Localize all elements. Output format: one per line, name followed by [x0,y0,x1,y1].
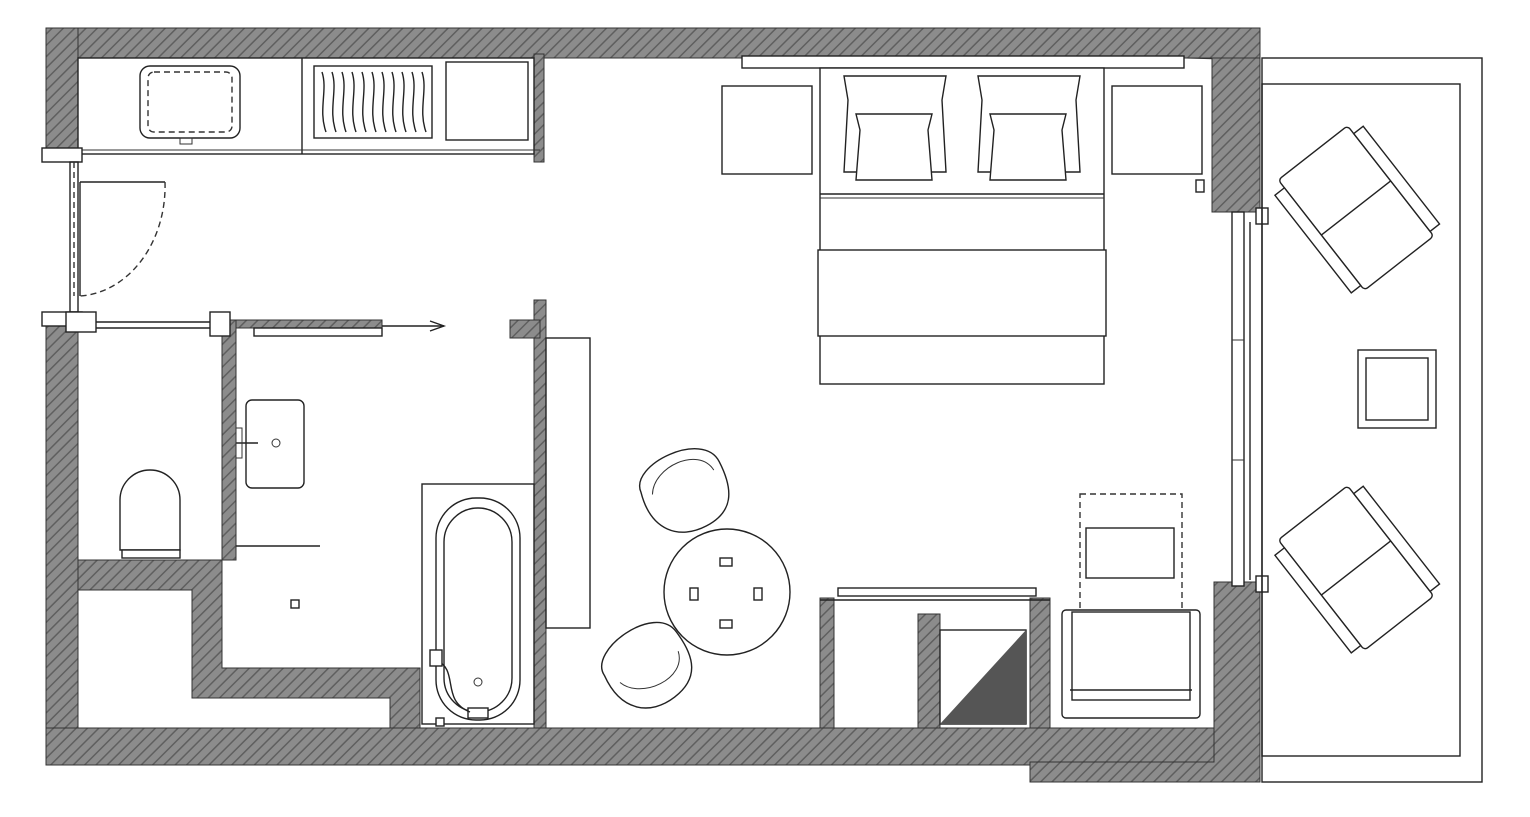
minibar-niche-wall [819,597,835,729]
wardrobe [77,57,540,155]
balcony-side-table [1357,349,1437,429]
hanger [351,71,357,133]
hanger [371,71,377,133]
armchair-top [638,448,730,533]
armchair-bottom [601,621,693,709]
floor-drain [290,599,300,609]
sink [245,399,305,489]
sun-lounger-bottom [1273,485,1441,654]
minibar-niche-wall-2 [917,613,941,729]
bathroom [119,337,591,727]
toilet [119,469,181,559]
luggage-rack [139,65,241,139]
left-wall-lower [45,324,79,766]
wardrobe-side-wall [533,53,545,163]
exterior-walls [45,27,1261,783]
bathroom-wall-stub [509,319,541,339]
hanger [411,71,417,133]
balcony [1261,57,1483,783]
wall-panel [545,337,591,629]
bathtub [421,483,535,727]
window-wall [1231,207,1269,593]
hangers [313,65,433,139]
round-table [663,528,791,656]
hanger [381,71,387,133]
bathroom-shaft-wall [77,559,421,729]
double-bed [817,67,1107,385]
sun-lounger-top [1273,125,1441,294]
nightstand-right [1111,85,1203,175]
minibar-cabinet [939,629,1027,725]
tv-console [837,587,1037,597]
right-wall-upper [1211,57,1261,213]
left-wall-upper [45,27,79,149]
nightstand-left [721,85,813,175]
sliding-door [235,319,447,337]
lounge-chair [1061,493,1201,719]
hanger [341,71,347,133]
bathroom-right-wall [533,299,547,729]
hanger [421,71,427,133]
bottom-wall [45,727,1215,766]
top-wall-strip [45,27,1261,59]
bedroom [601,55,1205,725]
hanger [401,71,407,133]
wardrobe-outline [77,57,535,155]
bathroom-top-wall [65,311,447,337]
safe [445,61,529,141]
hanger [391,71,397,133]
armchair-niche-wall [1029,597,1051,729]
headboard-shelf [741,55,1185,69]
bathroom-partition-wall [221,319,237,561]
pillow-front-left [855,113,933,181]
hanger [361,71,367,133]
pillow-front-right [989,113,1067,181]
hanger [331,71,337,133]
entry-door [41,147,166,327]
hanger [321,71,327,133]
balcony-railing [1261,83,1461,757]
